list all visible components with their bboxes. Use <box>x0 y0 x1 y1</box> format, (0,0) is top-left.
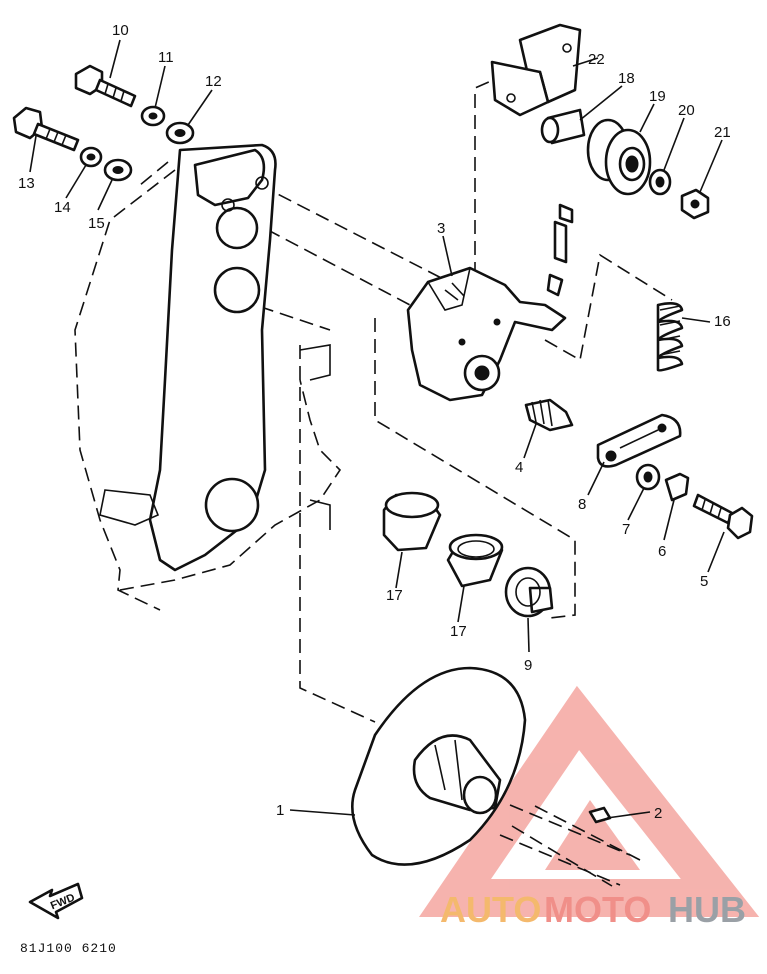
bushing-17-right <box>446 533 504 588</box>
spring-16 <box>656 302 684 372</box>
watermark-text: AUTO MOTO HUB <box>440 889 746 930</box>
arm-assembly-3 <box>406 266 567 402</box>
callout-16: 16 <box>714 313 731 330</box>
lock-washer-11 <box>140 105 166 127</box>
shaft <box>499 804 631 886</box>
callout-4: 4 <box>515 459 523 476</box>
leader-lines <box>29 39 725 819</box>
callout-2: 2 <box>654 805 662 822</box>
lever-plate-8 <box>596 413 682 468</box>
washer-7 <box>635 463 661 491</box>
watermark-hub: HUB <box>668 889 746 930</box>
watermark-auto: AUTO <box>440 889 541 930</box>
bracket-22 <box>490 23 582 117</box>
callout-6: 6 <box>658 543 666 560</box>
nut-21 <box>680 188 710 220</box>
callout-19: 19 <box>649 88 666 105</box>
callout-12: 12 <box>205 73 222 90</box>
callout-18: 18 <box>618 70 635 87</box>
callout-7: 7 <box>622 521 630 538</box>
flanged-bushing-9 <box>504 566 554 618</box>
lock-washer-14 <box>79 146 103 168</box>
roller-19 <box>586 118 652 196</box>
callout-numbers: 10 11 12 13 14 15 22 18 19 20 21 3 16 4 … <box>18 22 731 822</box>
collar-6 <box>664 472 690 502</box>
callout-22: 22 <box>588 51 605 68</box>
callout-1: 1 <box>276 802 284 819</box>
callout-17-left: 17 <box>386 587 403 604</box>
bushing-17-left <box>382 491 442 552</box>
washer-12 <box>165 121 195 145</box>
bolt-13 <box>12 106 80 152</box>
callout-13: 13 <box>18 175 35 192</box>
fwd-arrow: FWD <box>28 882 84 920</box>
adjuster-4 <box>524 398 574 432</box>
callout-14: 14 <box>54 199 71 216</box>
callout-10: 10 <box>112 22 129 39</box>
callout-11: 11 <box>158 49 174 66</box>
bolt-10 <box>74 64 137 108</box>
callout-20: 20 <box>678 102 695 119</box>
callout-8: 8 <box>578 496 586 513</box>
cable-end <box>546 203 574 297</box>
drawing-code: 81J100 6210 <box>20 941 117 956</box>
callout-17-right: 17 <box>450 623 467 640</box>
bolt-5 <box>692 493 754 540</box>
sleeve-18 <box>540 108 586 145</box>
pulley-sheave-1 <box>351 666 527 866</box>
callout-15: 15 <box>88 215 105 232</box>
watermark-moto: MOTO <box>544 889 651 930</box>
washer-20 <box>648 168 672 196</box>
callout-3: 3 <box>437 220 445 237</box>
callout-21: 21 <box>714 124 731 141</box>
callout-9: 9 <box>524 657 532 674</box>
callout-5: 5 <box>700 573 708 590</box>
main-housing <box>74 143 342 611</box>
washer-15 <box>103 158 133 182</box>
